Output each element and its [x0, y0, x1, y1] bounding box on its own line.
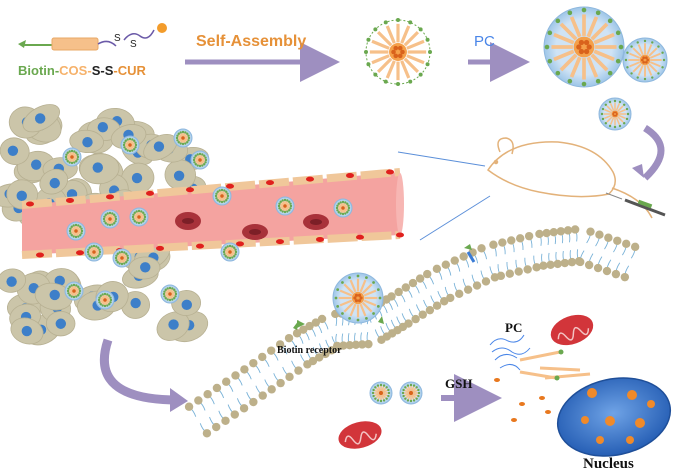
biotin-receptor-label: Biotin receptor	[277, 345, 342, 356]
small-micelle	[369, 381, 393, 405]
sep-3: -	[100, 63, 105, 78]
disulfide-s2: S	[130, 39, 137, 50]
zoom-line	[419, 195, 491, 241]
pc-coated-micelle	[543, 6, 625, 88]
nanoparticles-in-vessel	[66, 186, 353, 268]
sep-2: -	[87, 63, 92, 78]
released-pc-strands	[489, 334, 531, 371]
cos-label: COS	[59, 63, 88, 78]
micelle	[364, 18, 432, 86]
biotin-receptor-icon	[293, 244, 476, 330]
injection-curved-arrow	[642, 125, 665, 181]
mitochondrion-icon	[338, 421, 382, 449]
uptake-curved-arrow	[99, 338, 179, 405]
mitochondrion-icon	[550, 314, 594, 346]
cos-block	[51, 37, 99, 51]
red-blood-cells	[175, 212, 329, 240]
sep-1: -	[54, 63, 60, 78]
biotin-cos-ss-cur-molecule	[18, 23, 167, 51]
s2-label: S	[104, 63, 114, 78]
self-assembly-label: Self-Assembly	[196, 33, 307, 50]
pc-coated-micelle	[622, 37, 668, 83]
curcumin-ball	[157, 23, 167, 33]
pc-label: PC	[474, 33, 495, 50]
syringe-icon	[605, 192, 666, 217]
released-pc-label: PC	[505, 320, 523, 335]
molecule-label: Biotin-COS-S-S-CUR	[18, 64, 146, 77]
nucleus-label: Nucleus	[583, 456, 634, 472]
zoom-line	[397, 151, 486, 167]
disulfide-s1: S	[114, 33, 121, 44]
cur-label: CUR	[117, 63, 146, 78]
endothelial-nuclei	[26, 169, 404, 258]
biotin-label: Biotin	[18, 63, 55, 78]
nucleus	[556, 377, 672, 457]
pc-coated-micelle	[332, 272, 384, 324]
mouse-icon	[486, 137, 653, 219]
gsh-label: GSH	[445, 376, 473, 391]
cell-membrane	[184, 225, 640, 438]
small-micelle	[399, 381, 423, 405]
s1-label: S	[91, 63, 101, 78]
released-curcumin	[494, 378, 551, 422]
released-fragments	[519, 349, 591, 381]
pc-coated-micelle	[598, 97, 632, 131]
sep-4: -	[113, 63, 118, 78]
